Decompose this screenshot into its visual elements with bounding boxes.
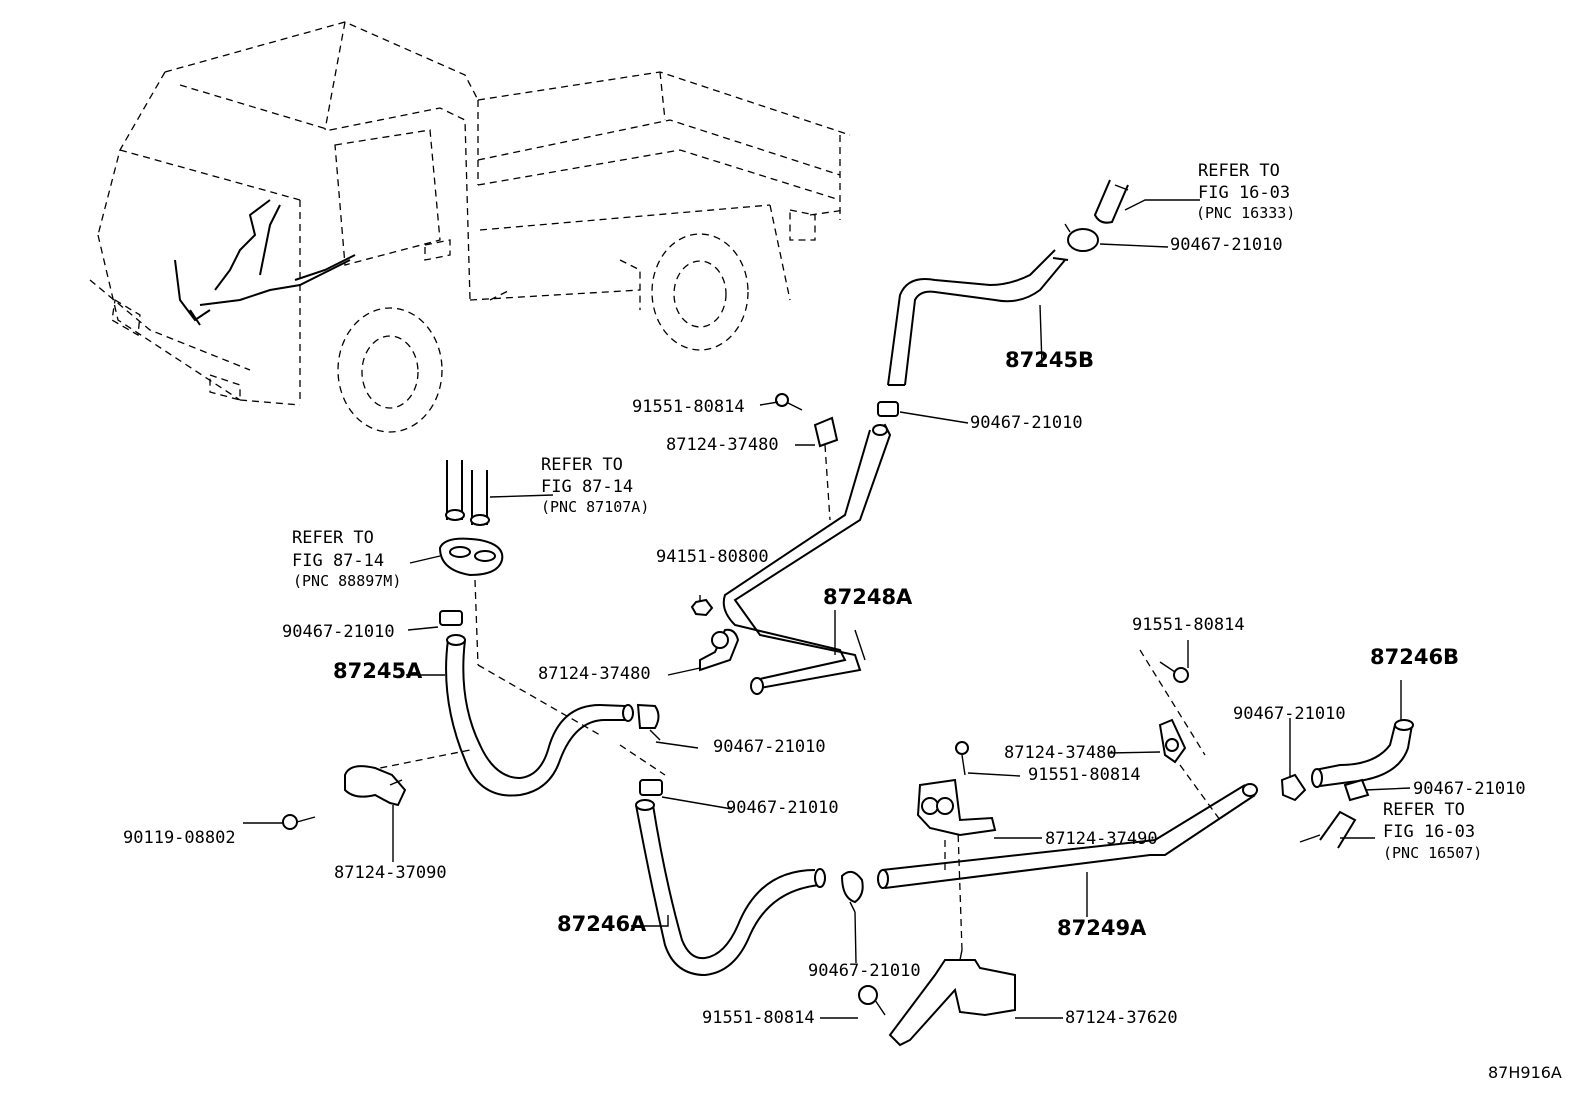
bracket-left-icon xyxy=(344,765,407,807)
label-bolt-right-top: 91551-80814 xyxy=(1132,615,1245,635)
hose-87246a xyxy=(635,799,826,977)
label-clip-right: 87124-37480 xyxy=(1004,743,1117,763)
label-hose-87245b: 87245B xyxy=(1005,348,1094,372)
ref-fig-16-03-right-line2: FIG 16-03 xyxy=(1383,822,1475,842)
label-hose-87246a: 87246A xyxy=(557,912,647,936)
label-bracket-right: 87124-37490 xyxy=(1045,829,1158,849)
hose-87245a xyxy=(445,634,634,797)
label-nut: 94151-80800 xyxy=(656,547,769,567)
label-clamp-bottom: 90467-21010 xyxy=(808,961,921,981)
label-clamp-top: 90467-21010 xyxy=(1170,235,1283,255)
label-hose-87246b: 87246B xyxy=(1370,645,1459,669)
bracket-right-icon xyxy=(916,778,997,837)
ref-fig-87-14-a-line2: FIG 87-14 xyxy=(541,477,633,497)
ref-fig-87-14-a-line1: REFER TO xyxy=(541,455,623,475)
ref-fig-16-03-top-line2: FIG 16-03 xyxy=(1198,183,1290,203)
bracket-bottom-icon xyxy=(888,949,1016,1047)
label-bolt-left: 90119-08802 xyxy=(123,828,236,848)
hose-87245b xyxy=(887,249,1069,386)
truck-illustration xyxy=(89,21,851,433)
ref-fig-87-14-b-line2: FIG 87-14 xyxy=(292,551,384,571)
pipe-87248a xyxy=(722,423,892,695)
label-clamp-right1: 90467-21010 xyxy=(1233,704,1346,724)
hose-87246b xyxy=(1311,719,1414,788)
label-clip-mid: 87124-37480 xyxy=(538,664,651,684)
label-bolt-bottom: 91551-80814 xyxy=(702,1008,815,1028)
label-pipe-87249a: 87249A xyxy=(1057,916,1147,940)
bolt-left-icon xyxy=(282,814,316,830)
heater-pipes-icon xyxy=(445,460,490,526)
clamp-left-icon xyxy=(439,610,463,626)
ref-fig-87-14-b-pnc: (PNC 88897M) xyxy=(293,572,401,590)
leader-lines xyxy=(243,199,1411,1019)
label-hose-87245a: 87245A xyxy=(333,659,423,683)
ref-fig-16-03-top-line1: REFER TO xyxy=(1198,161,1280,181)
bolt-right-top-icon xyxy=(1159,661,1189,683)
label-bracket-bottom: 87124-37620 xyxy=(1065,1008,1178,1028)
clamp-top-icon xyxy=(1064,223,1099,252)
nut-icon xyxy=(690,598,714,617)
grommet-icon xyxy=(438,537,504,577)
ref-fig-16-03-top-pnc: (PNC 16333) xyxy=(1196,204,1295,222)
clip-upper-icon xyxy=(813,416,839,448)
label-clip-upper: 87124-37480 xyxy=(666,435,779,455)
ref-fig-87-14-b-line1: REFER TO xyxy=(292,528,374,548)
label-bolt-right-mid: 91551-80814 xyxy=(1028,765,1141,785)
label-clamp-center: 90467-21010 xyxy=(713,737,826,757)
ref-fig-16-03-right-line1: REFER TO xyxy=(1383,800,1465,820)
bolt-bottom-icon xyxy=(858,985,886,1016)
label-bolt-upper: 91551-80814 xyxy=(632,397,745,417)
pipe-87249a xyxy=(877,783,1258,889)
clamp-right1-icon xyxy=(1280,773,1307,802)
bolt-right-mid-icon xyxy=(955,741,969,776)
label-pipe-87248a: 87248A xyxy=(823,585,913,609)
pipe-ref-right-icon xyxy=(1299,810,1357,849)
label-clamp-center2: 90467-21010 xyxy=(726,798,839,818)
ref-fig-16-03-right-pnc: (PNC 16507) xyxy=(1383,844,1482,862)
clamp-center-icon xyxy=(636,703,661,741)
clip-right-icon xyxy=(1158,718,1187,764)
label-bracket-left: 87124-37090 xyxy=(334,863,447,883)
clamp-bottom-icon xyxy=(840,870,864,913)
clip-mid-icon xyxy=(699,628,740,672)
clamp-center2-icon xyxy=(639,779,663,796)
label-clamp-right2: 90467-21010 xyxy=(1413,779,1526,799)
clamp-upper-mid-icon xyxy=(877,401,899,417)
diagram-code: 87H916A xyxy=(1488,1063,1562,1082)
pipe-ref-top-icon xyxy=(1093,179,1129,224)
label-clamp-upper-mid: 90467-21010 xyxy=(970,413,1083,433)
label-clamp-left: 90467-21010 xyxy=(282,622,395,642)
clamp-right2-icon xyxy=(1343,778,1370,802)
bolt-upper-icon xyxy=(775,393,803,411)
ref-fig-87-14-a-pnc: (PNC 87107A) xyxy=(541,498,649,516)
